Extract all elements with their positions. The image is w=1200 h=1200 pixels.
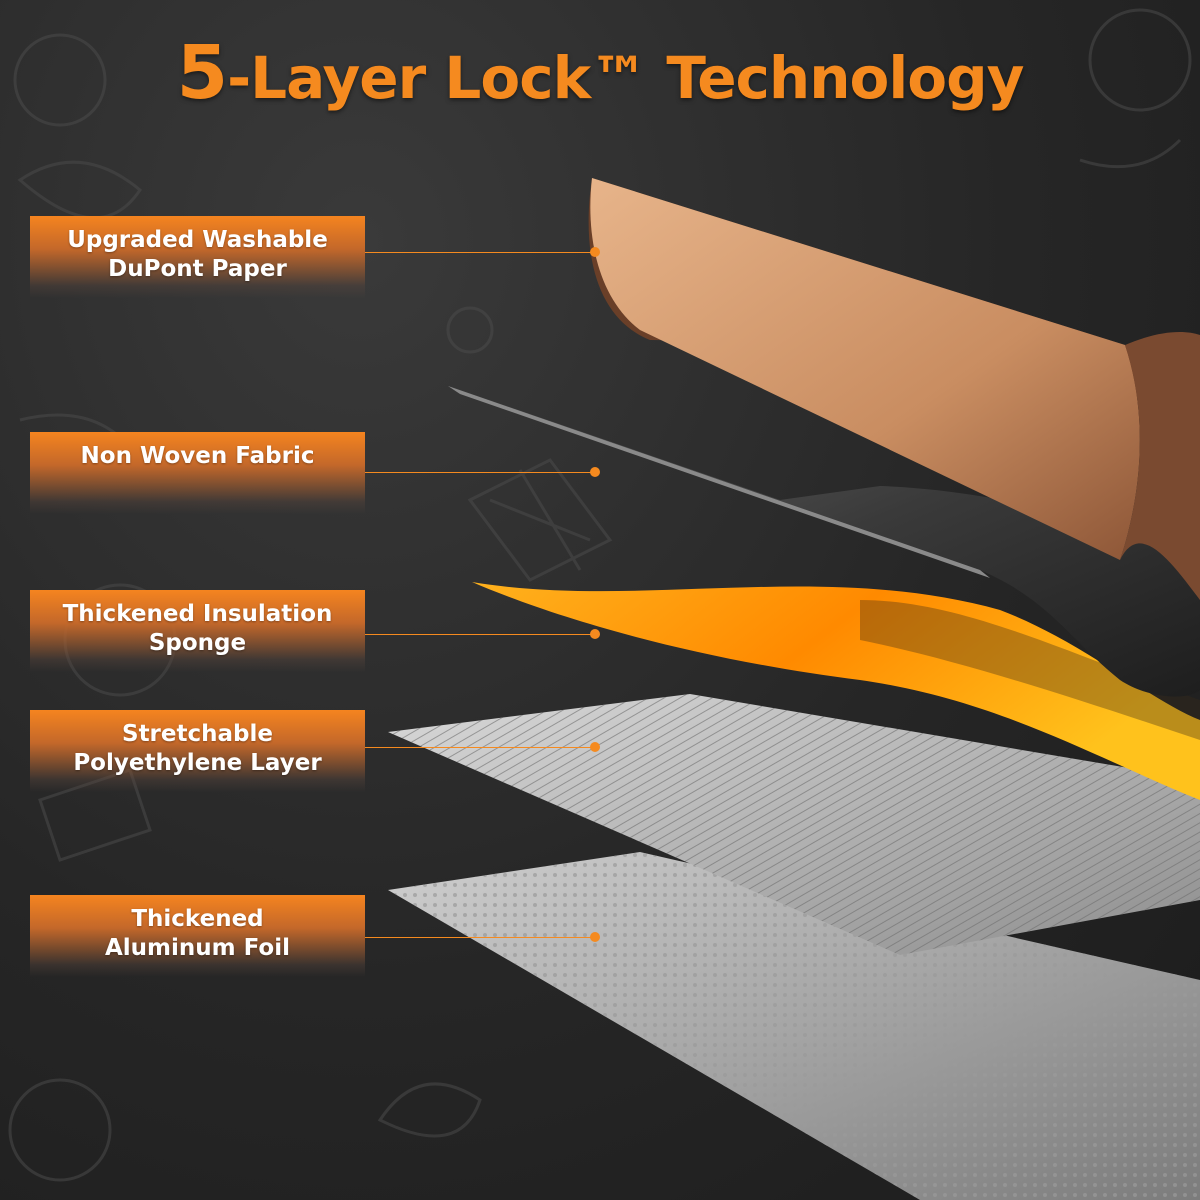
layer-label-dupont-paper: Upgraded Washable DuPont Paper <box>30 216 365 298</box>
insulation-sponge-sheet <box>472 582 1200 800</box>
doodle-egg-icon <box>446 306 494 354</box>
doodle-steak-icon <box>467 458 613 582</box>
callout-dot <box>590 742 600 752</box>
layer-label-text: Thickened Aluminum Foil <box>105 906 290 961</box>
dupont-paper-sheet <box>588 178 1200 600</box>
polyethylene-sheet <box>388 694 1200 955</box>
callout-dot <box>590 467 600 477</box>
title-text: -Layer Lock™ Technology <box>227 44 1024 112</box>
leader-line <box>365 634 595 635</box>
layer-label-polyethylene: Stretchable Polyethylene Layer <box>30 710 365 792</box>
doodle-chili-icon <box>1079 138 1182 169</box>
layer-label-text: Thickened Insulation Sponge <box>62 601 333 656</box>
layer-label-text: Upgraded Washable DuPont Paper <box>67 227 328 282</box>
leader-line <box>365 937 595 938</box>
layer-label-text: Non Woven Fabric <box>80 443 315 469</box>
doodle-cookie-icon <box>8 1078 112 1182</box>
layer-label-text: Stretchable Polyethylene Layer <box>73 721 322 776</box>
doodle-leaf-icon <box>17 160 142 220</box>
layer-label-insulation-sponge: Thickened Insulation Sponge <box>30 590 365 672</box>
callout-dot <box>590 629 600 639</box>
doodle-orange-icon <box>1088 8 1192 112</box>
leader-line <box>365 252 595 253</box>
leader-line <box>365 472 595 473</box>
doodle-lemon-icon <box>13 33 107 127</box>
doodle-fish-icon <box>377 1082 482 1138</box>
callout-dot <box>590 932 600 942</box>
leader-line <box>365 747 595 748</box>
page-title: 5-Layer Lock™ Technology <box>0 30 1200 116</box>
layer-label-non-woven-fabric: Non Woven Fabric <box>30 432 365 514</box>
title-number: 5 <box>176 30 228 116</box>
layer-label-aluminum-foil: Thickened Aluminum Foil <box>30 895 365 977</box>
non-woven-fabric-sheet <box>448 386 1200 697</box>
callout-dot <box>590 247 600 257</box>
